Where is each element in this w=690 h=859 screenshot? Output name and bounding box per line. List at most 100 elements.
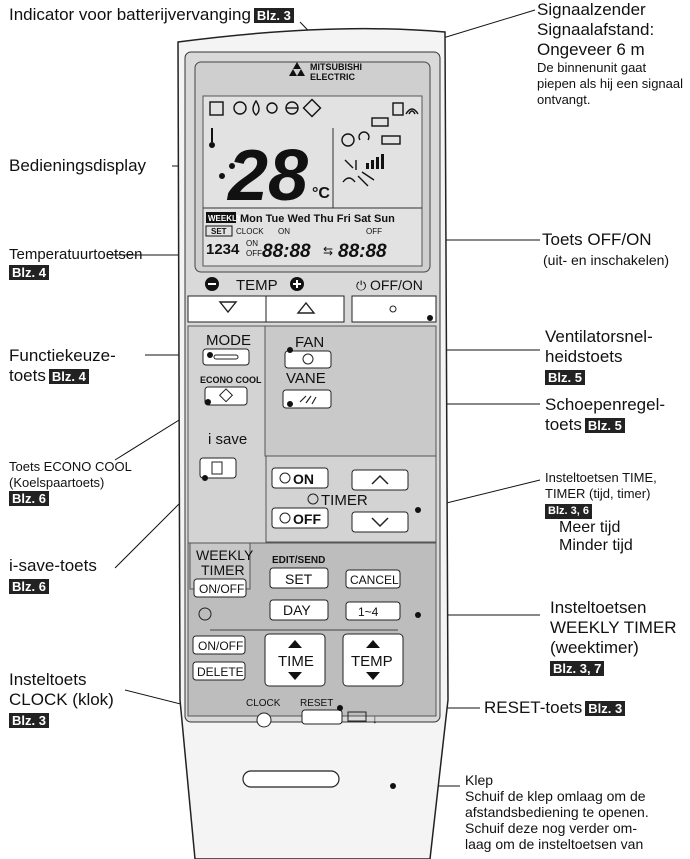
day-button[interactable]: DAY [269, 599, 329, 621]
callout-clock: Insteltoets CLOCK (klok) Blz. 3 [9, 670, 114, 730]
econo-cool-button[interactable] [204, 386, 248, 406]
weekly-label-2: TIMER [201, 562, 245, 578]
callout-temp-keys-text: Temperatuurtoetsen [9, 246, 143, 263]
delete-button[interactable]: DELETE [192, 661, 246, 681]
weekly-onoff-button[interactable]: ON/OFF [193, 578, 247, 598]
up-triangle-icon [366, 640, 380, 648]
weekly-time-button[interactable]: TIME [264, 633, 326, 687]
time-down-button[interactable] [351, 511, 409, 533]
mitsubishi-logo-icon [289, 62, 305, 76]
econo-icon [218, 388, 234, 403]
down-triangle-icon [218, 301, 238, 314]
callout-function-blz: Blz. 4 [48, 369, 89, 384]
signal-icon [405, 108, 419, 115]
arrow-down-icon: ↓ [372, 712, 378, 726]
timer-on-button[interactable] [271, 467, 329, 489]
thermometer-icon [209, 128, 215, 148]
display-time-2: 88:88 [338, 241, 387, 262]
vane-label: VANE [286, 370, 326, 387]
fan-button[interactable] [284, 350, 332, 369]
callout-time-timer-less: Minder tijd [559, 537, 633, 554]
weekly-onoff-text: ON/OFF [199, 582, 244, 596]
clock-label: CLOCK [246, 698, 281, 709]
temp-up-button[interactable] [265, 295, 345, 323]
set-button[interactable]: SET [269, 567, 329, 589]
callout-cover: Klep Schuif de klep omlaag om de afstand… [465, 772, 649, 852]
vane-icon [299, 395, 317, 405]
callout-temp-keys: Temperatuurtoetsen Blz. 4 [9, 246, 142, 282]
callout-reset-blz: Blz. 3 [585, 701, 626, 716]
cover-slot [242, 770, 340, 788]
set-button-text: SET [285, 571, 313, 587]
clock-button[interactable] [256, 712, 272, 728]
callout-fan-blz: Blz. 5 [545, 370, 585, 385]
callout-offon-line1: Toets OFF/ON [542, 230, 652, 249]
timer-label: TIMER [321, 492, 368, 509]
offon-button-dot-icon [389, 305, 397, 313]
callout-battery-text: Indicator voor batterijvervanging [9, 5, 251, 24]
cover-pointer-dot [390, 783, 396, 789]
display-time-arrow: ⇆ [323, 244, 333, 258]
callout-time-timer-blz: Blz. 3, 6 [545, 504, 592, 519]
callout-cover-line2: Schuif de klep omlaag om de [465, 788, 646, 804]
callout-temp-keys-blz: Blz. 4 [9, 265, 49, 280]
callout-signal-note2: piepen als hij een signaal [537, 76, 683, 91]
callout-display: Bedieningsdisplay [9, 156, 146, 176]
signal-bars-icon [366, 154, 384, 169]
isave-button[interactable] [199, 457, 237, 479]
timer-off-button[interactable] [271, 507, 329, 529]
callout-vane-blz: Blz. 5 [584, 418, 625, 433]
chevron-up-icon [371, 474, 389, 485]
onoff-button[interactable]: ON/OFF [192, 635, 246, 655]
callout-clock-line1: Insteltoets [9, 670, 87, 689]
callout-signal-line3: Ongeveer 6 m [537, 40, 645, 59]
callout-time-timer-line1: Insteltoetsen TIME, [545, 470, 657, 485]
weekly-temp-text: TEMP [351, 653, 393, 670]
colon-dot [219, 173, 225, 179]
brand-line-1: MITSUBISHI [310, 62, 362, 72]
cancel-button[interactable]: CANCEL [345, 569, 401, 589]
mode-button[interactable] [202, 348, 250, 366]
brand-line-2: ELECTRIC [310, 72, 356, 82]
heat-mode-icon [266, 102, 278, 114]
program-1-4-button[interactable]: 1~4 [345, 601, 401, 621]
edit-send-label: EDIT/SEND [272, 555, 325, 566]
time-up-button[interactable] [351, 469, 409, 491]
display-clock: CLOCK [236, 227, 264, 236]
down-triangle-icon [366, 672, 380, 680]
swing-icon [342, 171, 375, 187]
display-on-small: ON [246, 239, 258, 248]
callout-vane-line2: toets [545, 415, 582, 434]
econo-mode-icon [302, 98, 322, 118]
callout-offon: Toets OFF/ON (uit- en inschakelen) [542, 230, 669, 270]
vane-button[interactable] [282, 389, 332, 409]
callout-display-text: Bedieningsdisplay [9, 156, 147, 175]
weekly-temp-button[interactable]: TEMP [342, 633, 404, 687]
callout-isave: i-save-toets Blz. 6 [9, 556, 97, 596]
weekly-label-1: WEEKLY [196, 547, 254, 563]
auto-mode-icon [209, 101, 224, 116]
display-days: Mon Tue Wed Thu Fri Sat Sun [240, 213, 395, 225]
offon-label: OFF/ON [370, 277, 423, 293]
callout-weekly-line3: (weektimer) [550, 638, 639, 657]
callout-isave-blz: Blz. 6 [9, 579, 49, 594]
timer-on-label: ON [293, 471, 314, 487]
power-icon: ⏻ [356, 278, 366, 293]
lcd [202, 95, 423, 267]
reset-label: RESET [300, 698, 333, 709]
clock-icon [279, 472, 291, 484]
callout-fan-line2: heidstoets [545, 347, 623, 366]
dry-mode-icon [252, 99, 260, 116]
reset-button[interactable] [301, 709, 343, 725]
chevron-down-icon [371, 517, 389, 528]
callout-signal: Signaalzender Signaalafstand: Ongeveer 6… [537, 0, 683, 108]
callout-signal-line2: Signaalafstand: [537, 20, 655, 39]
callout-function-line2: toets [9, 366, 46, 385]
temp-down-button[interactable] [187, 295, 267, 323]
offon-button[interactable] [351, 295, 437, 323]
cancel-button-text: CANCEL [350, 573, 399, 587]
